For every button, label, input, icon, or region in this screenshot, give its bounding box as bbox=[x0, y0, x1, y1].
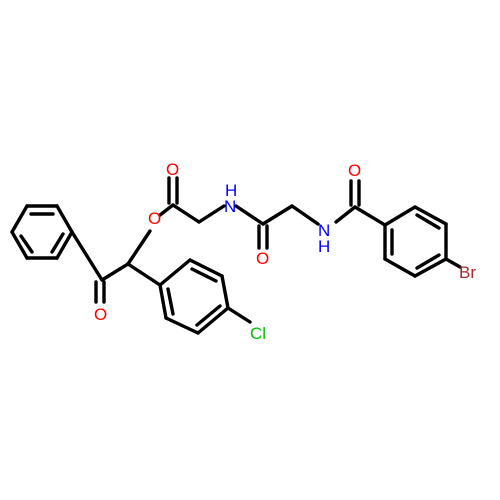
bond bbox=[55, 204, 74, 234]
atom-label-n-1: N bbox=[224, 197, 236, 216]
bond bbox=[413, 205, 448, 226]
bond bbox=[413, 257, 448, 278]
bond bbox=[10, 230, 29, 260]
bond bbox=[290, 204, 320, 226]
bond bbox=[171, 203, 201, 224]
bond bbox=[70, 230, 104, 282]
bond bbox=[234, 204, 265, 226]
bond-inner bbox=[166, 287, 175, 316]
bond bbox=[383, 205, 417, 227]
bond bbox=[261, 204, 294, 226]
bond bbox=[220, 274, 230, 310]
atom-label-h-2: H bbox=[318, 237, 330, 256]
atom-label-o-amide-2: O bbox=[348, 161, 361, 180]
bond-inner bbox=[50, 232, 65, 254]
bond-inner bbox=[415, 213, 441, 230]
bond-inner bbox=[195, 304, 222, 327]
atom-label-o-ester: O bbox=[148, 209, 161, 228]
bond bbox=[444, 257, 462, 269]
bond bbox=[164, 316, 200, 335]
bond bbox=[197, 204, 226, 224]
bond-inner bbox=[190, 267, 218, 283]
bond bbox=[188, 258, 224, 278]
atom-label-o-ketone: O bbox=[94, 305, 107, 324]
bond bbox=[383, 257, 417, 278]
bromophenyl-ring bbox=[383, 205, 462, 278]
bond bbox=[353, 205, 387, 227]
bond-inner bbox=[415, 253, 441, 270]
bond bbox=[100, 262, 130, 282]
bond bbox=[126, 229, 152, 266]
bond-inner bbox=[19, 234, 34, 254]
bond bbox=[158, 203, 175, 217]
bond bbox=[196, 306, 230, 335]
bond bbox=[158, 283, 168, 320]
atom-label-n-2: N bbox=[318, 221, 330, 240]
atom-label-o-ester-carbonyl: O bbox=[166, 160, 179, 179]
bond bbox=[334, 205, 357, 224]
bond bbox=[126, 262, 162, 287]
atom-label-h-1: H bbox=[225, 181, 237, 200]
atom-label-br: Br bbox=[459, 263, 476, 282]
bond bbox=[55, 230, 74, 260]
atom-label-o-amide-1: O bbox=[256, 249, 269, 268]
chlorophenyl-ring bbox=[158, 258, 252, 335]
bond bbox=[10, 204, 29, 234]
benzoyl-phenyl-ring bbox=[10, 204, 74, 260]
bond bbox=[158, 258, 192, 287]
atom-label-cl: Cl bbox=[250, 324, 266, 343]
bond bbox=[226, 306, 252, 324]
